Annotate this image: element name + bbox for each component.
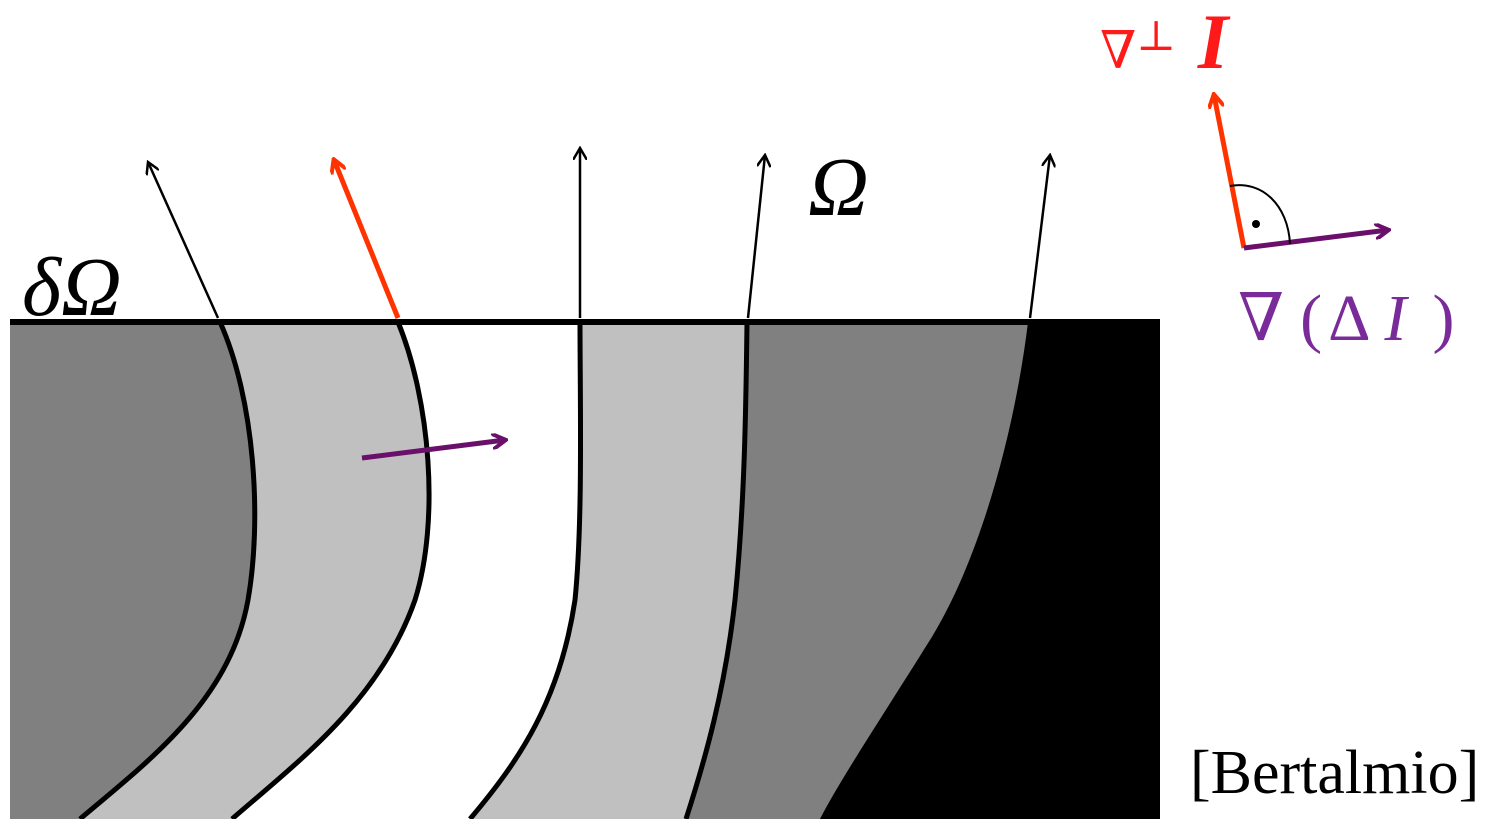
isophote-line-4 [683, 321, 750, 819]
isophote-line-2 [230, 321, 432, 819]
citation-label: [Bertalmio] [1190, 739, 1480, 807]
isophote-arrow-5 [1028, 155, 1050, 319]
band-light-gray-right [470, 322, 747, 819]
band-dark-gray-right [686, 322, 1028, 819]
laplacian-close-paren: ) [1433, 282, 1455, 355]
right-angle-dot [1252, 220, 1260, 228]
isophote-arrow-4 [746, 155, 765, 319]
perp-gradient-nabla: ∇ [1100, 23, 1136, 80]
region-label: Ω [808, 141, 869, 234]
band-dark-gray-left [10, 322, 255, 819]
perp-gradient-label: ∇⊥ I [1100, 0, 1231, 85]
image-region [10, 322, 1160, 819]
legend-vectors [1214, 95, 1388, 251]
laplacian-open-paren: ( [1300, 282, 1322, 355]
perp-gradient-I: I [1197, 0, 1231, 85]
legend-laplacian-arrow [1243, 230, 1388, 251]
laplacian-delta: Δ [1328, 282, 1370, 355]
isophote-line-1 [78, 320, 258, 819]
laplacian-nabla: ∇ [1238, 282, 1284, 355]
legend-isophote-arrow [1214, 95, 1247, 249]
laplacian-I: I [1384, 282, 1410, 355]
right-angle-arc [1229, 184, 1291, 245]
boundary-label: δΩ [22, 241, 122, 334]
isophote-arrow-red [334, 160, 401, 319]
isophote-arrow-1 [148, 162, 220, 319]
perp-gradient-sup: ⊥ [1136, 14, 1176, 60]
isophote-line-3 [468, 321, 584, 819]
isophote-lines [78, 320, 750, 819]
laplacian-gradient-arrow [361, 440, 505, 461]
boundary-arrows [148, 148, 1050, 319]
